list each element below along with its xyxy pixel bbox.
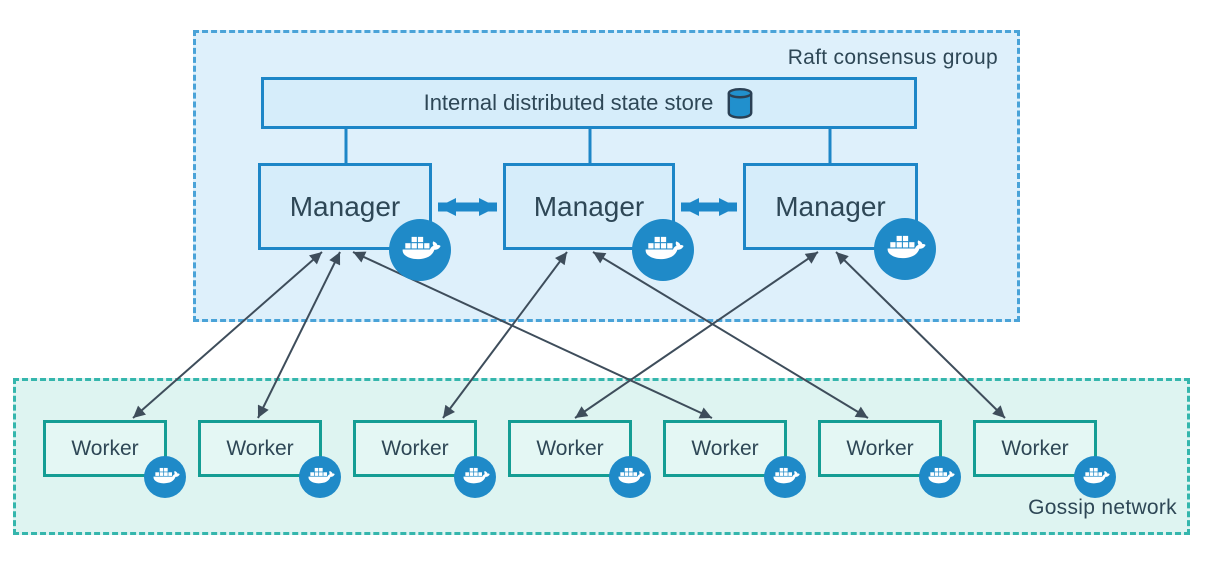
- worker-node-6: Worker: [818, 420, 942, 477]
- manager-label: Manager: [775, 190, 886, 222]
- worker-label: Worker: [71, 436, 139, 460]
- state-store-label: Internal distributed state store: [423, 90, 714, 115]
- docker-whale-icon: [874, 218, 936, 280]
- docker-whale-icon: [299, 456, 341, 498]
- worker-label: Worker: [846, 436, 914, 460]
- state-store-box: Internal distributed state store: [261, 77, 917, 129]
- docker-whale-icon: [764, 456, 806, 498]
- docker-whale-icon: [1074, 456, 1116, 498]
- docker-whale-icon: [454, 456, 496, 498]
- raft-group-label: Raft consensus group: [787, 46, 998, 69]
- worker-label: Worker: [691, 436, 759, 460]
- manager-label: Manager: [289, 190, 401, 222]
- worker-label: Worker: [226, 436, 294, 460]
- worker-label: Worker: [536, 436, 604, 460]
- worker-label: Worker: [381, 436, 449, 460]
- docker-whale-icon: [632, 219, 694, 281]
- gossip-network-label: Gossip network: [1028, 496, 1177, 519]
- worker-node-7: Worker: [973, 420, 1097, 477]
- docker-whale-icon: [609, 456, 651, 498]
- manager-label: Manager: [533, 190, 645, 222]
- database-cylinder-icon: [727, 87, 753, 119]
- docker-whale-icon: [144, 456, 186, 498]
- worker-label: Worker: [1001, 436, 1069, 460]
- worker-node-5: Worker: [663, 420, 787, 477]
- docker-whale-icon: [919, 456, 961, 498]
- docker-whale-icon: [389, 219, 451, 281]
